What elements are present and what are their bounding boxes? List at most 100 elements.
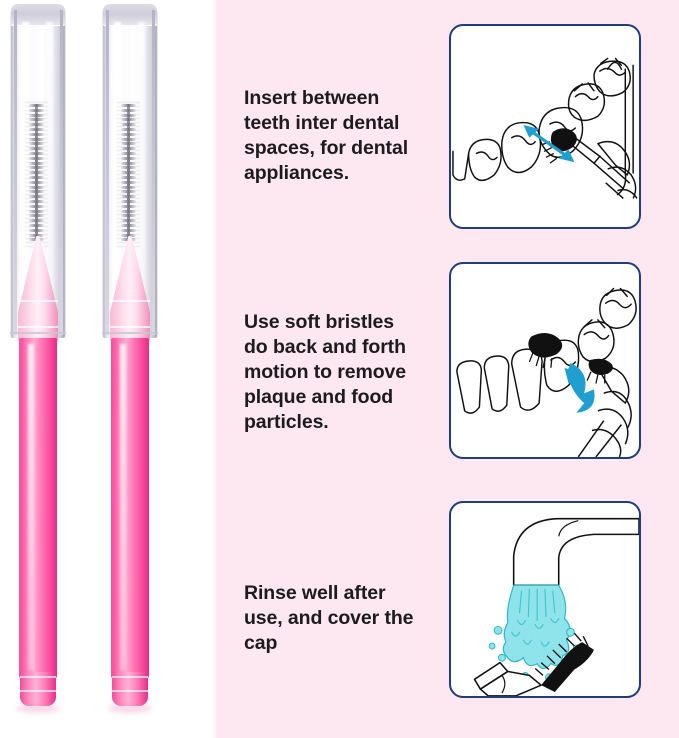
interdental-brush-2 (98, 0, 166, 738)
cap-edge-right (152, 10, 155, 335)
step-1-line-4: appliances. (244, 162, 350, 184)
cap-highlight-left (22, 22, 29, 322)
bristle-row (29, 224, 44, 227)
bristle-row (29, 104, 44, 107)
cap-bottom-ring (10, 332, 66, 334)
cap-highlight-left (114, 22, 121, 322)
bristle-row (121, 108, 136, 112)
bristle-row (29, 118, 44, 122)
bristle-row (121, 214, 136, 218)
bristle-row (29, 190, 44, 194)
bristle-row (29, 200, 44, 203)
handle (19, 338, 57, 678)
bristle-row (29, 214, 44, 218)
bristle-row (121, 176, 136, 179)
cap-highlight-right (46, 22, 53, 322)
handle-gloss (120, 344, 126, 670)
bristle-row (121, 219, 136, 223)
bristle-row (121, 166, 136, 170)
bristle-row (121, 123, 136, 127)
bristle-row (121, 204, 136, 208)
bristle-row (29, 147, 44, 151)
bristle-row (121, 161, 136, 165)
neck-band-lower (110, 326, 150, 328)
step-1-line-1: Insert between (244, 87, 380, 109)
bristle-row (29, 108, 44, 112)
step-1-line-3: spaces, for dental (244, 137, 409, 159)
bristle-row (29, 233, 44, 237)
bristle-row (29, 195, 44, 199)
step-2-text: Use soft bristles do back and forth moti… (244, 310, 444, 435)
teeth-insert-illustration (449, 24, 641, 229)
bristle-row (29, 209, 44, 213)
step-3-line-2: use, and cover the (244, 607, 414, 629)
instruction-row-2: Use soft bristles do back and forth moti… (219, 262, 679, 459)
bristle-row (121, 233, 136, 237)
cap-highlight-right (138, 22, 145, 322)
wire-bristle-head (117, 102, 140, 248)
step-2-line-2: do back and forth (244, 336, 406, 358)
step-2-line-1: Use soft bristles (244, 311, 395, 333)
bristle-row (29, 171, 44, 175)
neck-band-lower (18, 326, 58, 328)
bristle-row (121, 152, 136, 155)
bristle-row (121, 132, 136, 136)
bristle-row (121, 190, 136, 194)
bristle-row (121, 185, 136, 189)
bristle-row (29, 137, 44, 141)
step-1-line-2: teeth inter dental (244, 112, 400, 134)
handle-shadow (108, 704, 152, 713)
bristle-row (29, 166, 44, 170)
bristle-row (29, 113, 44, 117)
handle-end-ring-2 (20, 690, 56, 692)
step-2-line-4: plaque and food (244, 386, 394, 408)
instruction-row-3: Rinse well after use, and cover the cap (219, 501, 679, 698)
bristle-row (121, 209, 136, 213)
cap-edge-left (106, 10, 109, 335)
bristle-row (121, 180, 136, 184)
cap-bottom-ring (102, 332, 158, 334)
bristle-row (29, 176, 44, 179)
bristle-row (29, 128, 44, 131)
panel-divider (213, 0, 219, 738)
back-and-forth-motion-illustration (449, 262, 641, 459)
wire-bristle-head (25, 102, 48, 248)
bristle-row (121, 171, 136, 175)
product-image-panel (0, 0, 213, 738)
step-2-line-3: motion to remove (244, 361, 406, 383)
step-2-line-5: particles. (244, 411, 329, 433)
step-1-text: Insert between teeth inter dental spaces… (244, 86, 444, 186)
bristle-row (121, 156, 136, 160)
handle (111, 338, 149, 678)
cap-edge-right (60, 10, 63, 335)
bristle-row (121, 142, 136, 146)
cap-edge-left (14, 10, 17, 335)
bristle-row (121, 224, 136, 227)
interdental-brush-1 (6, 0, 74, 738)
bristle-row (29, 219, 44, 223)
bristle-row (121, 104, 136, 107)
bristle-row (121, 195, 136, 199)
bristle-row (29, 156, 44, 160)
bristle-row (29, 161, 44, 165)
bristle-row (121, 200, 136, 203)
cap-top (103, 4, 157, 26)
bristle-row (29, 142, 44, 146)
bristle-row (29, 204, 44, 208)
bristle-row (29, 180, 44, 184)
step-3-text: Rinse well after use, and cover the cap (244, 581, 444, 656)
bristle-row (29, 152, 44, 155)
rinse-under-faucet-illustration (449, 501, 641, 698)
step-3-line-1: Rinse well after (244, 582, 386, 604)
bristle-row (29, 228, 44, 232)
bristle-row (29, 132, 44, 136)
handle-end-ring-1 (20, 676, 56, 678)
handle-end-ring-2 (112, 690, 148, 692)
handle-shadow (16, 704, 60, 713)
bristle-row (29, 123, 44, 127)
bristle-row (121, 228, 136, 232)
instruction-row-1: Insert between teeth inter dental spaces… (219, 24, 679, 229)
step-3-line-3: cap (244, 632, 278, 654)
bristle-row (29, 185, 44, 189)
